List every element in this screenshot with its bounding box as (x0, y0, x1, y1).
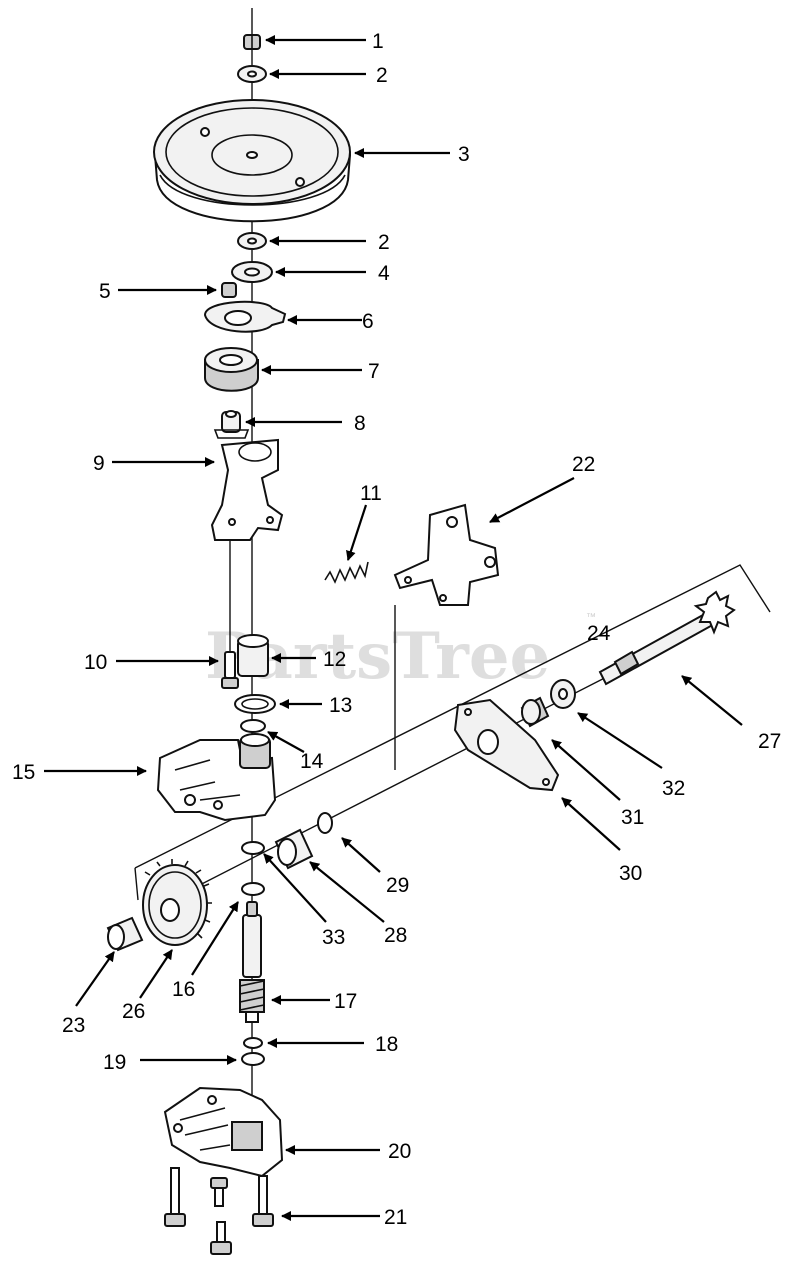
callout-28: 28 (384, 924, 407, 947)
callout-19: 19 (103, 1051, 126, 1074)
callout-9: 9 (93, 452, 105, 475)
part-1-nut (243, 34, 261, 50)
part-32-washer (550, 679, 576, 709)
part-18-washer (243, 1037, 263, 1049)
callout-15: 15 (12, 761, 35, 784)
callout-24: 24 (587, 622, 611, 645)
part-20-lower-housing (163, 1086, 284, 1178)
callout-10: 10 (84, 651, 107, 674)
callout-2-top: 2 (376, 64, 388, 87)
callout-32: 32 (662, 777, 685, 800)
callout-8: 8 (354, 412, 366, 435)
callout-14: 14 (300, 750, 324, 773)
part-4-washer (231, 261, 273, 283)
callout-3: 3 (458, 143, 470, 166)
part-3-pulley (153, 99, 352, 223)
part-23-bushing (106, 916, 144, 952)
callout-labels: 1 2 3 2 4 5 6 7 8 9 10 11 12 13 14 15 16… (12, 30, 781, 1229)
callout-33: 33 (322, 926, 345, 949)
callout-30: 30 (619, 862, 642, 885)
callout-31: 31 (621, 806, 644, 829)
part-9-mounting-bracket (210, 438, 284, 541)
callout-22: 22 (572, 453, 595, 476)
part-30-plate (453, 698, 560, 792)
callout-12: 12 (323, 648, 346, 671)
part-5-nut (221, 282, 237, 298)
part-27-shaft (598, 590, 736, 686)
callout-11: 11 (360, 482, 382, 505)
part-17-worm-shaft (239, 901, 265, 1023)
part-6-bracket (203, 300, 287, 333)
callout-26: 26 (122, 1000, 145, 1023)
part-2-washer-lower (237, 232, 267, 250)
part-14-snap-ring (240, 719, 266, 733)
part-8-spacer (213, 410, 250, 439)
callout-20: 20 (388, 1140, 411, 1163)
callout-29: 29 (386, 874, 409, 897)
part-28-bushing (274, 828, 314, 870)
part-10-bolt (221, 651, 239, 689)
part-21-bolts (164, 1167, 274, 1255)
watermark-trademark: ™ (586, 612, 596, 623)
callout-16: 16 (172, 978, 195, 1001)
callout-17: 17 (334, 990, 357, 1013)
part-33-washer (241, 841, 265, 855)
callout-1: 1 (372, 30, 384, 53)
callout-4: 4 (378, 262, 390, 285)
callout-27: 27 (758, 730, 781, 753)
part-19-washer (241, 1052, 265, 1066)
callout-6: 6 (362, 310, 374, 333)
part-29-snap-ring (317, 812, 333, 834)
callout-7: 7 (368, 360, 380, 383)
part-26-gear (142, 859, 212, 946)
callout-13: 13 (329, 694, 352, 717)
part-2-washer-top (237, 65, 267, 83)
callout-23: 23 (62, 1014, 85, 1037)
part-7-bearing (204, 347, 259, 392)
part-15-housing (156, 733, 277, 822)
callout-5: 5 (99, 280, 111, 303)
part-22-bracket (393, 503, 500, 606)
part-31-bushing (520, 696, 550, 728)
part-16-washer (241, 882, 265, 896)
callout-18: 18 (375, 1033, 398, 1056)
part-11-spring (324, 561, 369, 584)
callout-21: 21 (384, 1206, 407, 1229)
part-13-ring (234, 694, 276, 714)
leader-lines (44, 35, 743, 1221)
part-12-sleeve (237, 634, 269, 677)
callout-2-lower: 2 (378, 231, 390, 254)
